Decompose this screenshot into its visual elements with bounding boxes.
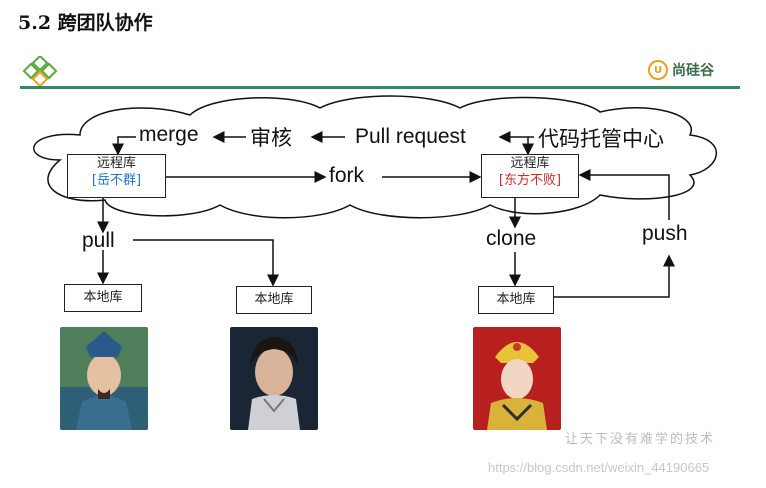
merge-label: merge (139, 123, 199, 146)
pull-label: pull (82, 229, 115, 252)
portrait-dongfang-bubai-image (473, 327, 561, 430)
portrait-linghu-chong-image (230, 327, 318, 430)
local-repo-2: 本地库 (236, 286, 312, 314)
local-repo-1: 本地库 (64, 284, 142, 312)
code-hosting-label: 代码托管中心 (538, 127, 664, 151)
remote-repo-right-title: 远程库 (510, 156, 550, 171)
source-url-watermark: https://blog.csdn.net/weixin_44190665 (488, 460, 710, 475)
portrait-yue-buqun-image (60, 327, 148, 430)
brand-name: 尚硅谷 (672, 63, 714, 79)
remote-repo-right-owner: [东方不败] (498, 173, 562, 188)
remote-repo-left-owner: [岳不群] (91, 173, 142, 188)
remote-repo-right: 远程库 [东方不败] (481, 154, 579, 198)
slide-title: 5.2 跨团队协作 (18, 12, 153, 34)
audit-label: 审核 (250, 126, 292, 150)
pull-request-label: Pull request (355, 125, 466, 148)
brand-u-icon: U (648, 60, 668, 80)
remote-repo-left-title: 远程库 (96, 156, 136, 171)
local-repo-3: 本地库 (478, 286, 554, 314)
slogan-watermark: 让天下没有难学的技术 (565, 432, 716, 447)
clone-label: clone (486, 227, 537, 250)
logo-diamonds-icon (22, 56, 58, 86)
header-divider (20, 86, 740, 89)
remote-repo-left: 远程库 [岳不群] (67, 154, 166, 198)
fork-label: fork (329, 164, 365, 187)
push-label: push (642, 222, 688, 245)
brand-logo: U 尚硅谷 (648, 60, 714, 80)
